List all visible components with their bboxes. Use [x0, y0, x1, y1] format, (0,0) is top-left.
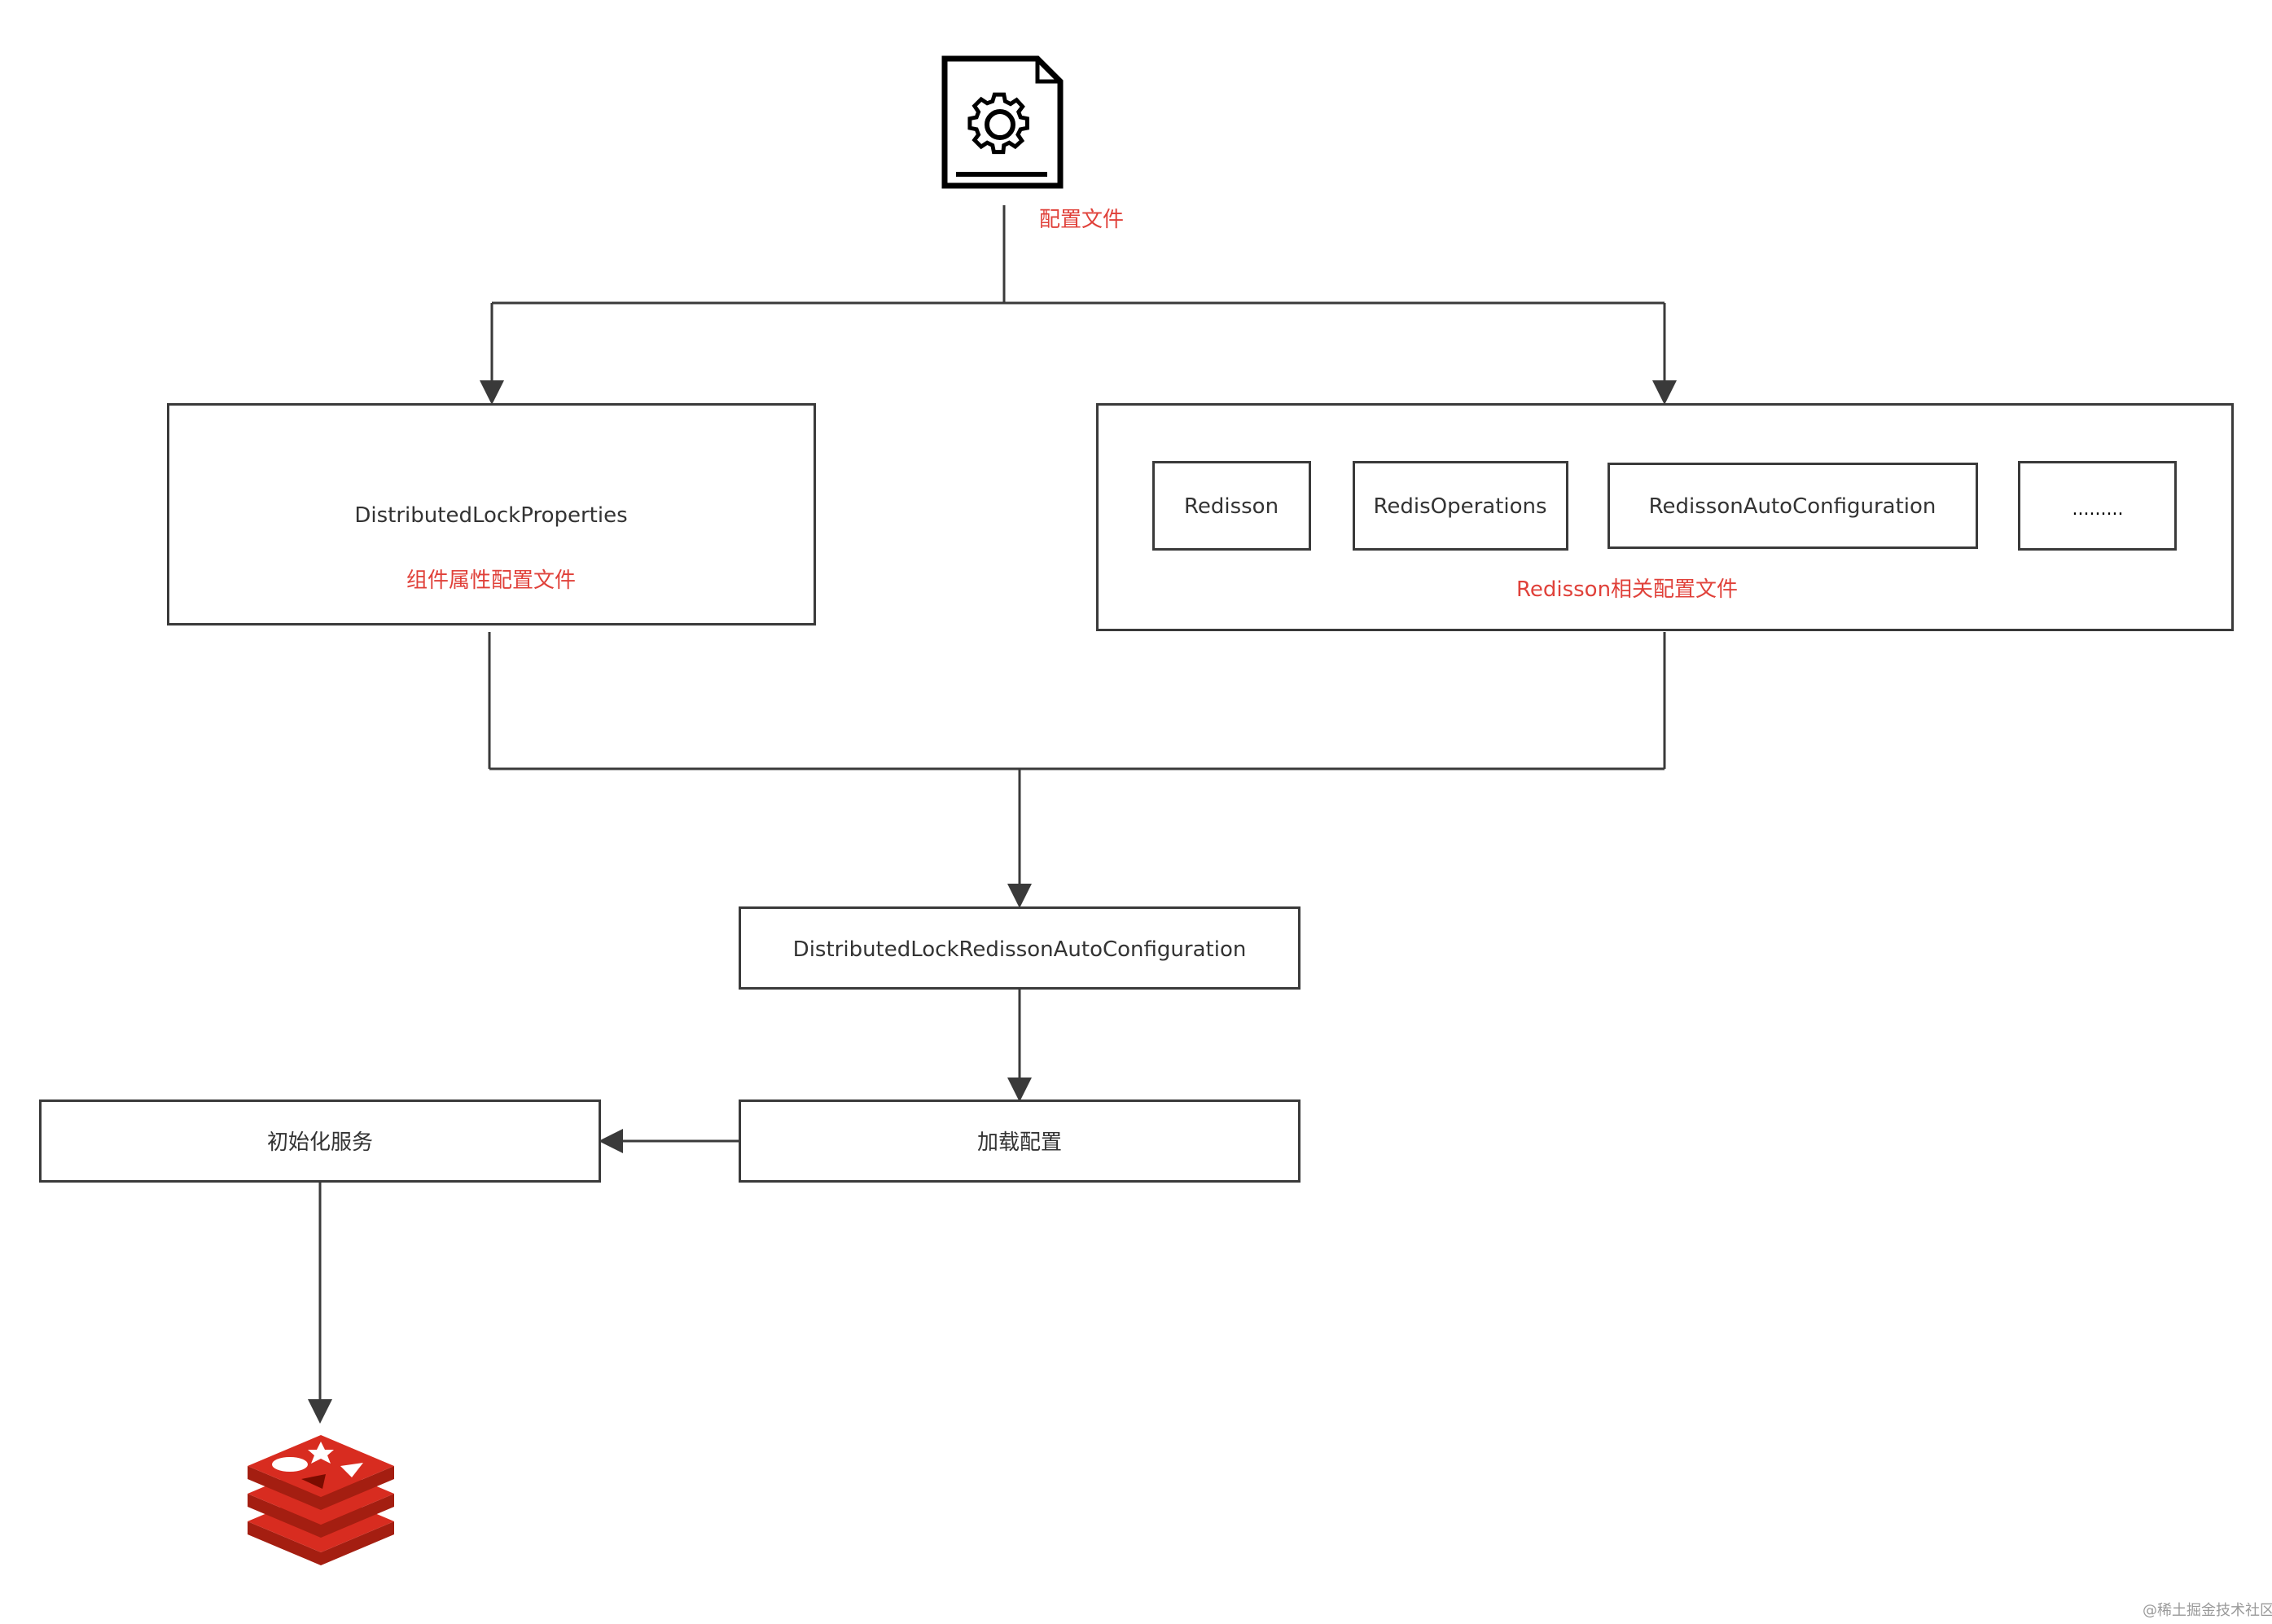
load-config-box: [739, 1099, 1300, 1183]
init-service-box: [39, 1099, 601, 1183]
autoconfig-box: [739, 906, 1300, 990]
redisson-item-box: [1152, 461, 1311, 551]
gear-document-icon: [941, 55, 1064, 189]
more-items-label: .........: [2072, 499, 2124, 520]
load-config-label: 加载配置: [976, 1130, 1063, 1155]
autoconfig-label: DistributedLockRedissonAutoConfiguration: [792, 937, 1247, 962]
config-file-label: 配置文件: [1038, 208, 1125, 232]
properties-subtitle: 组件属性配置文件: [406, 568, 577, 593]
redisson-item-label: Redisson: [1183, 494, 1279, 519]
properties-title: DistributedLockProperties: [354, 503, 628, 528]
init-service-label: 初始化服务: [266, 1130, 374, 1155]
redis-operations-item-label: RedisOperations: [1373, 494, 1547, 519]
redisson-autoconfig-item-label: RedissonAutoConfiguration: [1648, 494, 1936, 519]
redisson-autoconfig-item-box: [1608, 463, 1978, 549]
more-items-box: [2018, 461, 2177, 551]
properties-box: [167, 403, 816, 625]
redisson-group-caption: Redisson相关配置文件: [1515, 577, 1739, 602]
redis-operations-item-box: [1353, 461, 1568, 551]
watermark-text: @稀土掘金技术社区: [2143, 1602, 2272, 1619]
redis-logo-icon: [248, 1435, 394, 1565]
